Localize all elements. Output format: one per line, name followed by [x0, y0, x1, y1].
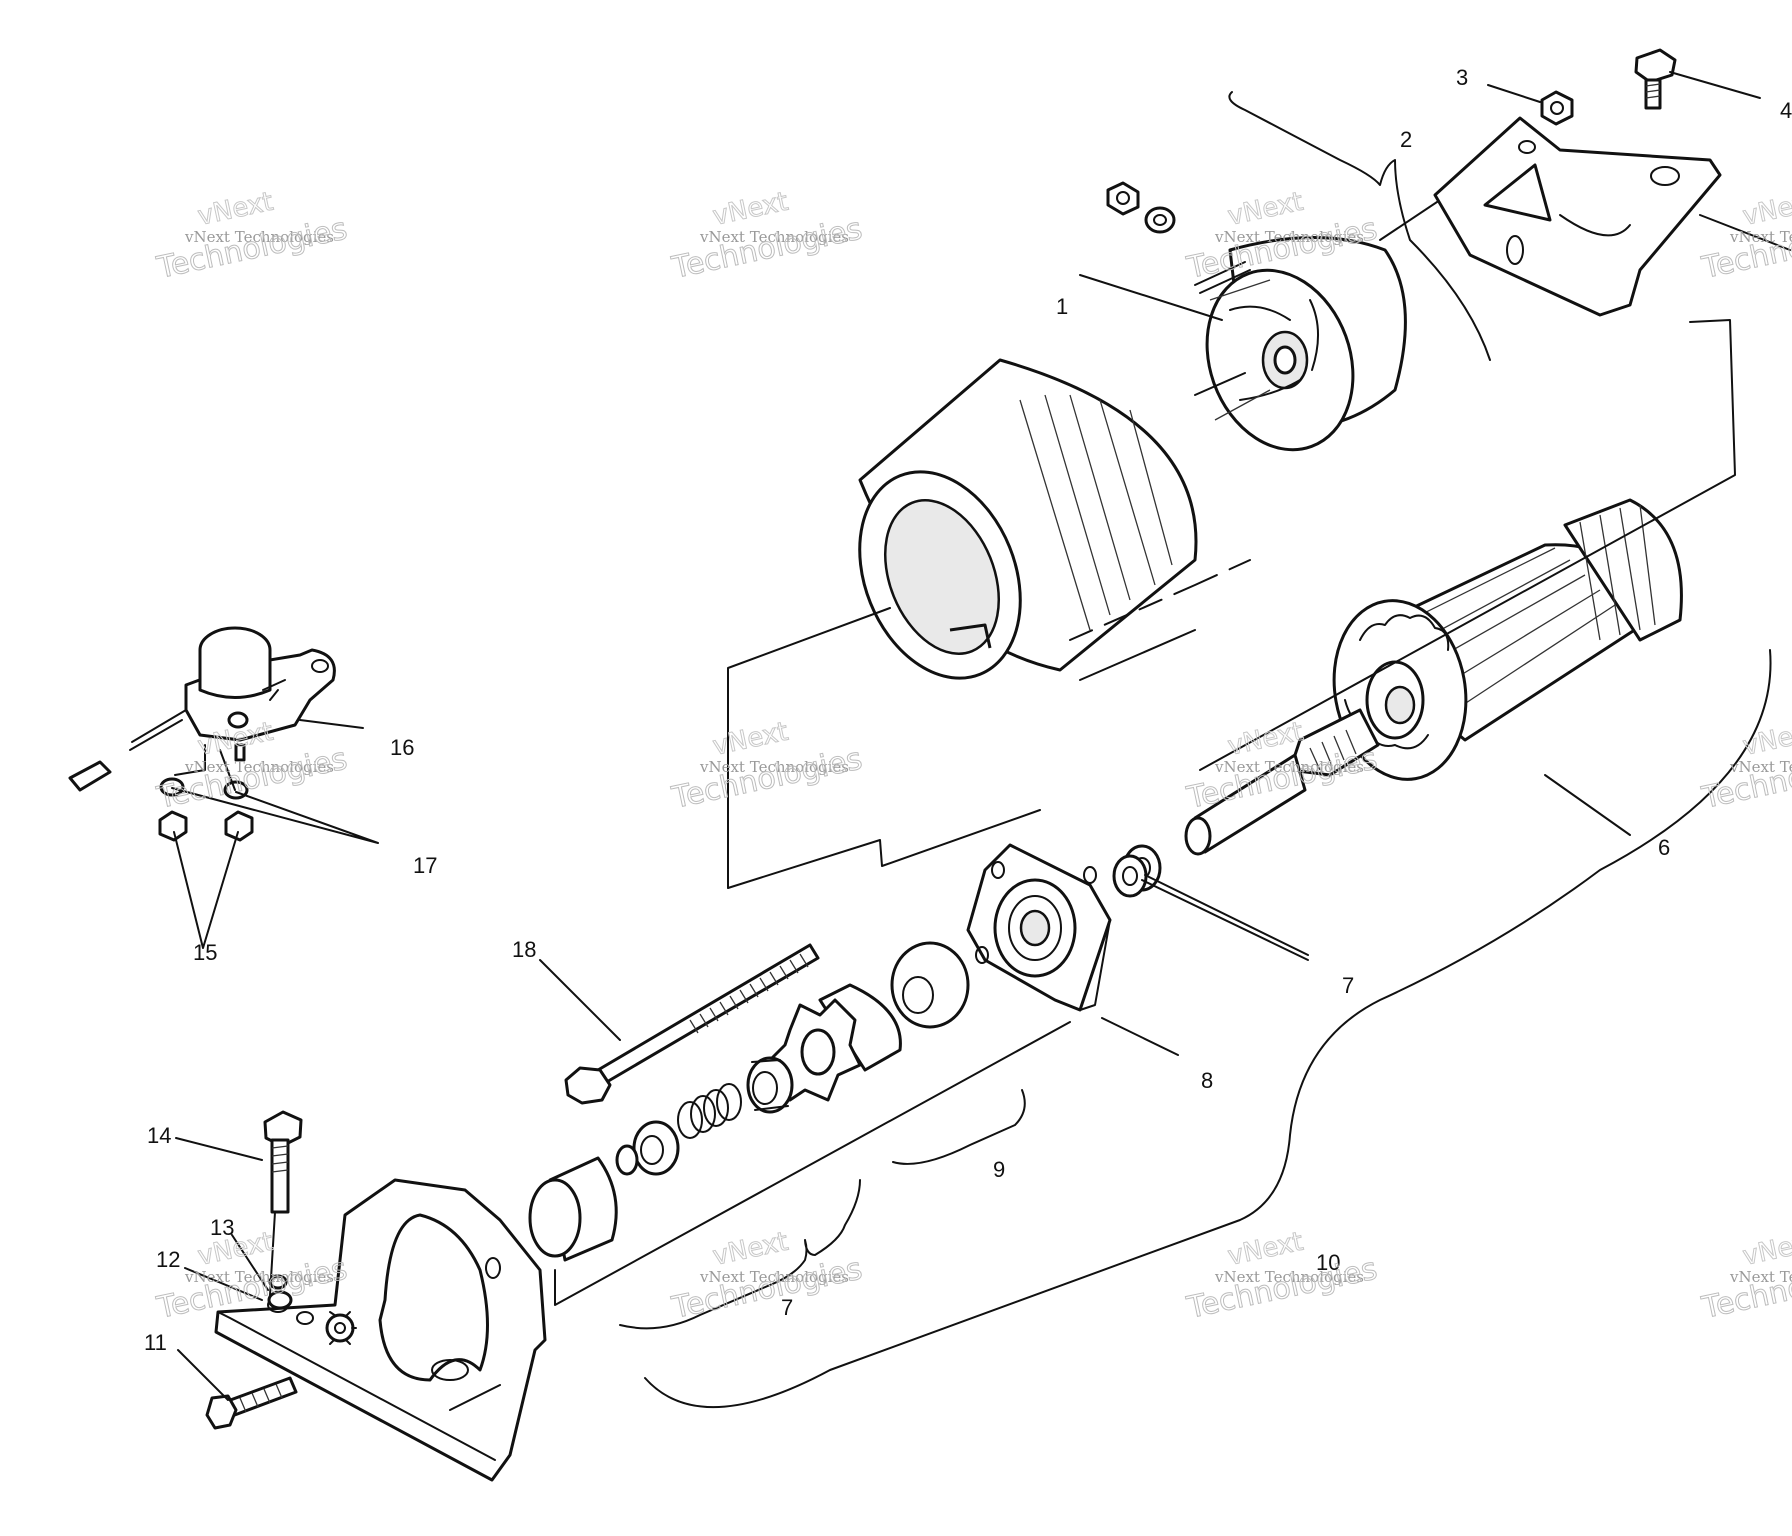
bracket-nut	[1540, 90, 1574, 126]
label-4: 4	[1780, 98, 1792, 123]
watermark-line-3: Technologies	[668, 1252, 865, 1327]
label-6: 6	[1658, 835, 1670, 860]
bracket-bolt	[1634, 48, 1677, 110]
assembly-lines	[174, 319, 1736, 1411]
watermark-line-1: vNext	[710, 1227, 791, 1272]
watermark-line-2: vNext Technologies	[1729, 228, 1792, 246]
motor-housing	[858, 358, 1198, 680]
watermark-line-2: vNext Technologies	[699, 1268, 849, 1286]
label-15: 15	[193, 940, 217, 965]
watermark-line-2: vNext Technologies	[1214, 758, 1364, 776]
label-2: 2	[1400, 127, 1412, 152]
watermark-line-3: Technologies	[668, 742, 865, 817]
label-13: 13	[210, 1215, 234, 1240]
watermark-line-2: vNext Technologies	[184, 1268, 334, 1286]
watermark-line-3: Technologies	[1183, 1252, 1380, 1327]
label-8: 8	[1201, 1068, 1213, 1093]
watermark-line-1: vNext	[1225, 1227, 1306, 1272]
through-bolts	[1194, 199, 1441, 294]
bolt-14	[263, 1110, 303, 1214]
watermark-line-1: vNext	[710, 717, 791, 762]
watermark-line-3: Technologies	[668, 212, 865, 287]
group-braces	[619, 91, 1772, 1409]
solenoid	[68, 626, 336, 792]
label-17: 17	[413, 853, 437, 878]
watermark-line-2: vNext Technologies	[699, 228, 849, 246]
spacer-tube	[528, 1156, 618, 1262]
label-3: 3	[1456, 65, 1468, 90]
label-10: 10	[1316, 1250, 1340, 1275]
dish-washer	[890, 941, 970, 1029]
watermark-line-1: vNext	[1225, 187, 1306, 232]
part-labels: 1 2 3 4 6 7 8 9 10 7 11 12 13 14 15 16 1…	[144, 65, 1792, 1355]
cap-nut-and-washer	[1106, 181, 1176, 234]
label-12: 12	[156, 1247, 180, 1272]
watermark-line-2: vNext Technologies	[1214, 1268, 1364, 1286]
sleeve-ring	[746, 1056, 794, 1114]
washers-12-13	[267, 1274, 293, 1310]
collar-and-clip	[615, 1120, 680, 1176]
watermark-line-2: vNext Technologies	[1729, 1268, 1792, 1286]
label-14: 14	[147, 1123, 171, 1148]
watermark-line-1: vNext	[710, 187, 791, 232]
watermark-line-1: vNext	[1740, 1227, 1792, 1272]
watermark-line-3: Technologies	[153, 212, 350, 287]
end-cap	[1205, 236, 1407, 452]
watermark-line-3: Technologies	[153, 742, 350, 817]
watermark-line-2: vNext Technologies	[184, 758, 334, 776]
watermark-line-1: vNext	[195, 187, 276, 232]
drive-end-plate	[966, 843, 1112, 1012]
watermark-line-2: vNext Technologies	[184, 228, 334, 246]
label-1: 1	[1056, 294, 1068, 319]
label-9: 9	[993, 1157, 1005, 1182]
watermark-line-2: vNext Technologies	[1729, 758, 1792, 776]
armature	[1184, 498, 1683, 856]
label-7-upper: 7	[1342, 973, 1354, 998]
leader-lines	[171, 71, 1791, 1401]
bolt-11	[205, 1311, 357, 1430]
label-16: 16	[390, 735, 414, 760]
watermark-line-1: vNext	[1740, 187, 1792, 232]
solenoid-nuts	[158, 810, 254, 842]
watermark-line-1: vNext	[195, 1227, 276, 1272]
through-bolt	[564, 943, 820, 1105]
bottom-mounting-bracket	[214, 1178, 547, 1482]
watermark-line-2: vNext Technologies	[1214, 228, 1364, 246]
top-mounting-bracket	[1433, 116, 1722, 317]
drive-pinion	[768, 983, 902, 1102]
label-7-lower: 7	[781, 1295, 793, 1320]
label-11: 11	[144, 1330, 167, 1355]
watermark-line-2: vNext Technologies	[699, 758, 849, 776]
watermark-line-1: vNext	[1740, 717, 1792, 762]
thrust-washers	[1112, 844, 1162, 898]
drive-spring	[677, 1083, 742, 1139]
label-18: 18	[512, 937, 536, 962]
